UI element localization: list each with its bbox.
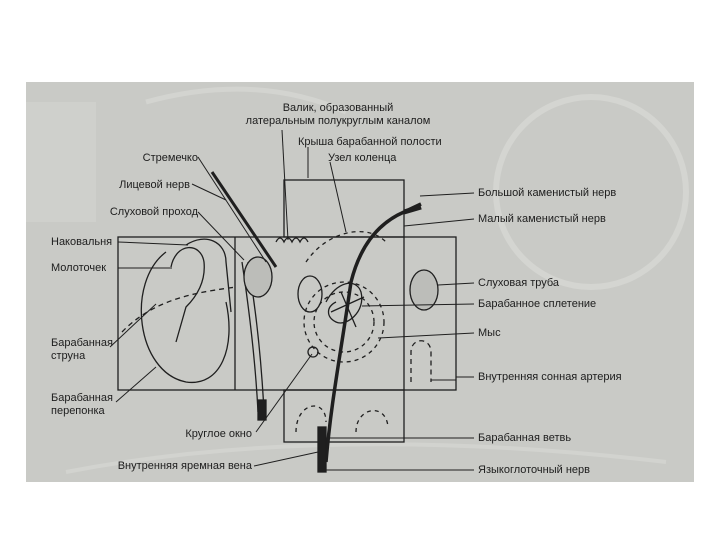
leader-canal: [198, 212, 244, 260]
label-auditory-canal: Слуховой проход: [86, 206, 198, 218]
coil-shape: [276, 238, 308, 242]
greater-petrosal-shape: [404, 207, 421, 212]
jugular-shape: [318, 427, 326, 472]
label-ridge-1: Валик, образованный: [240, 102, 436, 114]
label-tympanic-branch: Барабанная ветвь: [478, 432, 571, 444]
stapes-shape: [244, 257, 272, 297]
label-round-window: Круглое окно: [146, 428, 252, 440]
ghost-band-left: [26, 102, 96, 222]
leader-geniculate: [330, 162, 346, 232]
label-carotid: Внутренняя сонная артерия: [478, 371, 622, 383]
facial-nerve-shape: [212, 172, 276, 267]
upper-tower: [284, 180, 404, 237]
label-plexus: Барабанное сплетение: [478, 298, 596, 310]
tympanic-branch-shape: [326, 204, 421, 462]
eustachian-shape: [410, 270, 438, 310]
malleus-shape: [171, 248, 204, 342]
label-roof: Крыша барабанной полости: [298, 136, 442, 148]
label-tympanic-membrane-2: перепонка: [51, 405, 105, 417]
leader-lesser: [404, 219, 474, 226]
leader-carotid: [431, 377, 474, 380]
label-greater-petrosal: Большой каменистый нерв: [478, 187, 616, 199]
incus-shape: [186, 239, 231, 312]
leader-stirrup: [198, 157, 266, 262]
tympanic-membrane-shape: [141, 252, 229, 382]
leader-jugular: [254, 452, 318, 466]
diagram-photo: Стремечко Лицевой нерв Слуховой проход Н…: [26, 82, 694, 482]
label-malleus: Молоточек: [51, 262, 106, 274]
label-tympanic-membrane-1: Барабанная: [51, 392, 113, 404]
leader-membrane: [116, 367, 156, 402]
carotid-shape: [411, 341, 431, 382]
label-stirrup: Стремечко: [108, 152, 198, 164]
label-ridge-2: латеральным полукруглым каналом: [240, 115, 436, 127]
label-geniculate: Узел коленца: [328, 152, 396, 164]
leader-incus: [118, 242, 188, 245]
lower-chamber: [284, 390, 404, 442]
label-glossopharyngeal: Языкоглоточный нерв: [478, 464, 590, 476]
leader-chorda: [110, 304, 156, 347]
label-eustachian: Слуховая труба: [478, 277, 559, 289]
label-facial-nerve: Лицевой нерв: [92, 179, 190, 191]
round-window-shape: [308, 347, 318, 357]
leader-ridge: [282, 130, 288, 240]
label-jugular-vein: Внутренняя яремная вена: [106, 460, 252, 472]
leader-greater: [420, 193, 474, 196]
oval-window-shape: [298, 276, 322, 312]
label-chorda-tympani-1: Барабанная: [51, 337, 113, 349]
outer-box: [118, 237, 456, 390]
label-incus: Наковальня: [51, 236, 112, 248]
leader-promontory: [378, 333, 474, 338]
label-chorda-tympani-2: струна: [51, 350, 85, 362]
label-lesser-petrosal: Малый каменистый нерв: [478, 213, 606, 225]
plexus-shape: [326, 283, 362, 323]
label-promontory: Мыс: [478, 327, 501, 339]
chorda-tympani-shape: [122, 287, 236, 332]
